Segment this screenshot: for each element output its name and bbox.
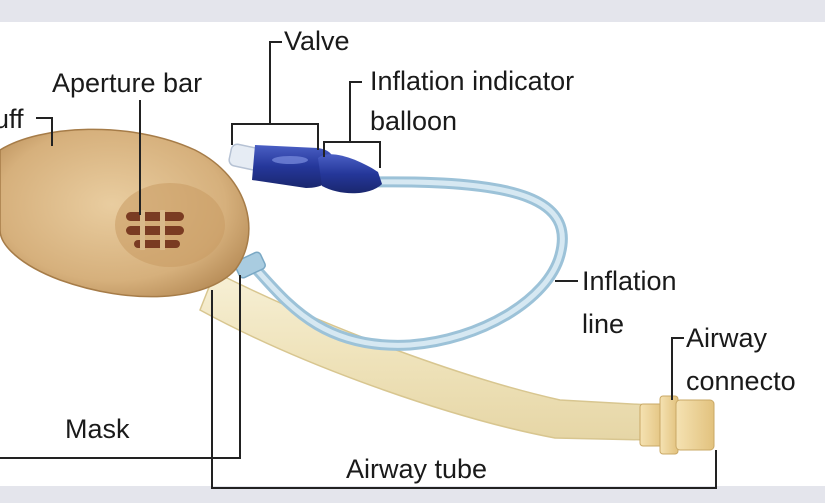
top-band [0,0,825,22]
label-airway-connector: Airway [686,323,768,353]
valve-assembly [228,143,382,194]
aperture-bar [126,210,184,250]
label-inflation-indicator: Inflation indicator [370,66,574,96]
airway-tube [199,270,651,441]
label-inflation-line-2: line [582,309,624,339]
bottom-band [0,486,825,503]
label-mask: Mask [65,414,130,444]
inflation-line [234,176,568,351]
label-valve: Valve [284,26,350,56]
label-cuff: uff [0,104,24,134]
leader-lines [0,41,717,489]
label-inflation-line: Inflation [582,266,677,296]
label-airway-connector-2: connecto [686,366,796,396]
label-inflation-indicator-balloon: balloon [370,106,457,136]
airway-connector [639,395,715,455]
label-airway-tube: Airway tube [346,454,487,484]
label-aperture-bar: Aperture bar [52,68,202,98]
cuff-mask [0,128,250,298]
